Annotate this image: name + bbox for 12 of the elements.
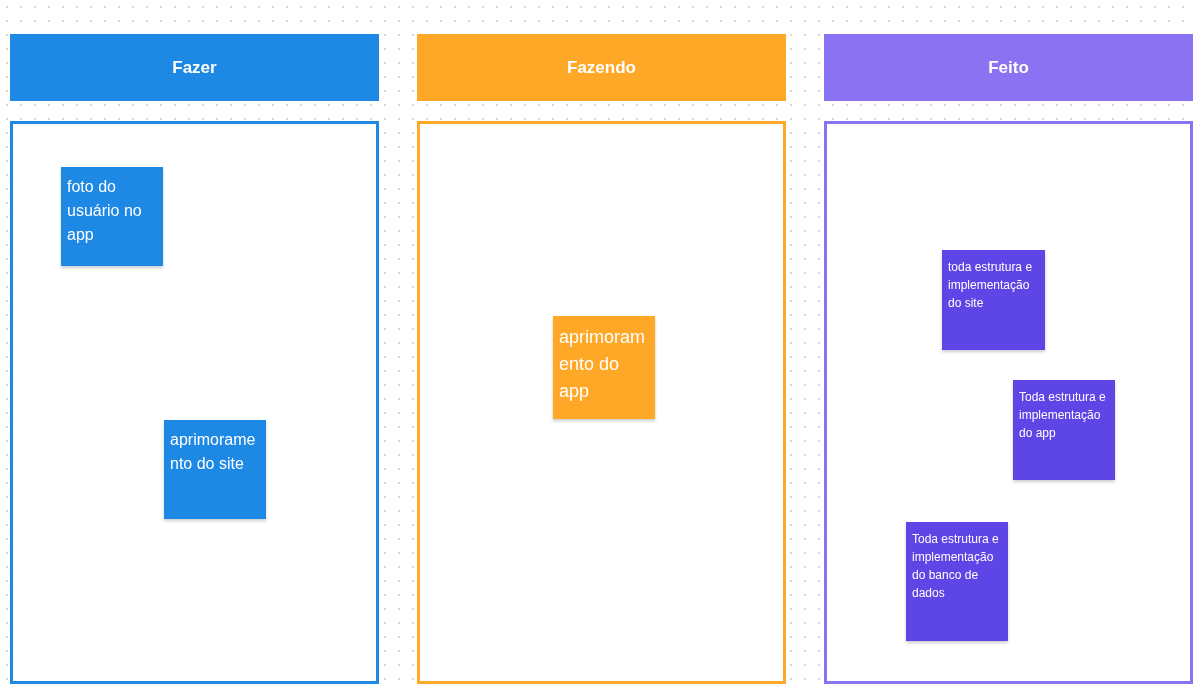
sticky-note: toda estrutura e implementação do site: [942, 250, 1045, 350]
column-header: Feito: [824, 34, 1193, 101]
column-panel: [417, 121, 786, 684]
sticky-note: aprimoramento do app: [553, 316, 655, 419]
column-panel: [10, 121, 379, 684]
sticky-note: Toda estrutura e implementação do banco de dados: [906, 522, 1008, 641]
column-header: Fazer: [10, 34, 379, 101]
sticky-note: foto do usuário no app: [61, 167, 163, 266]
column-header: Fazendo: [417, 34, 786, 101]
sticky-note: Toda estrutura e implementação do app: [1013, 380, 1115, 480]
sticky-note: aprimoramento do site: [164, 420, 266, 519]
column-panel: [824, 121, 1193, 684]
